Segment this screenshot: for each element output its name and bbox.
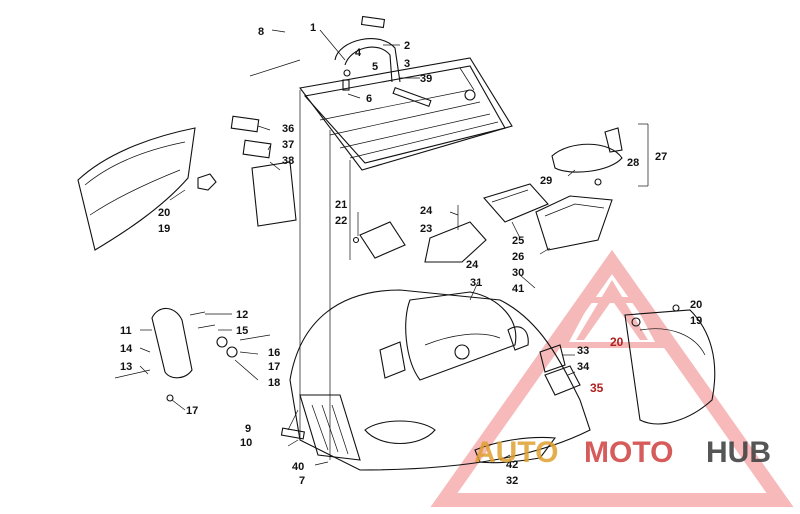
label-34: 34 [577, 361, 590, 373]
decal-plate [352, 221, 406, 259]
label-21: 21 [335, 199, 347, 211]
reference-lines [249, 29, 351, 460]
label-2: 2 [404, 40, 410, 52]
label-38: 38 [282, 155, 294, 167]
label-19-left: 19 [158, 223, 170, 235]
label-40: 40 [292, 461, 304, 473]
front-rack [299, 15, 513, 171]
watermark-moto: MOTO [584, 436, 673, 469]
label-12: 12 [236, 309, 248, 321]
latch-assembly [551, 123, 649, 187]
decals-right [474, 344, 581, 464]
label-20-red: 20 [610, 335, 624, 349]
label-36: 36 [282, 123, 294, 135]
label-19-right: 19 [690, 315, 702, 327]
left-side-panel [77, 127, 217, 251]
label-5: 5 [372, 61, 378, 73]
label-14: 14 [120, 343, 133, 355]
label-41: 41 [512, 283, 524, 295]
label-17-bottom: 17 [186, 405, 198, 417]
label-35: 35 [590, 381, 604, 395]
right-side-panel [624, 304, 716, 425]
label-6: 6 [366, 93, 372, 105]
storage-box [535, 195, 613, 251]
watermark-hub: HUB [706, 436, 771, 469]
label-22: 22 [335, 215, 347, 227]
label-7: 7 [299, 475, 305, 487]
label-26: 26 [512, 251, 524, 263]
label-11: 11 [120, 325, 132, 337]
label-15: 15 [236, 325, 248, 337]
decals-left [230, 115, 297, 227]
label-42: 42 [506, 459, 518, 471]
label-39: 39 [420, 73, 432, 85]
watermark-triangle [430, 249, 794, 507]
leader-lines [139, 44, 576, 466]
label-18: 18 [268, 377, 280, 389]
label-3: 3 [404, 58, 410, 70]
label-32: 32 [506, 475, 518, 487]
label-31: 31 [470, 277, 482, 289]
storage-cover [483, 183, 549, 223]
label-8: 8 [258, 26, 264, 38]
label-13: 13 [120, 361, 132, 373]
watermark-logo: AUTO MOTO HUB [474, 436, 771, 469]
label-23: 23 [420, 223, 432, 235]
label-37: 37 [282, 139, 294, 151]
label-10: 10 [240, 437, 252, 449]
label-24-top: 24 [420, 205, 433, 217]
label-4: 4 [355, 47, 362, 59]
front-fender [289, 289, 591, 471]
label-27: 27 [655, 151, 667, 163]
label-30: 30 [512, 267, 524, 279]
bracket [424, 205, 487, 263]
label-33: 33 [577, 345, 589, 357]
label-16: 16 [268, 347, 280, 359]
label-1: 1 [310, 22, 316, 34]
decal-40 [280, 427, 305, 440]
watermark-auto: AUTO [474, 436, 558, 469]
left-mount-plate [114, 307, 271, 402]
label-24-bottom: 24 [466, 259, 479, 271]
part-labels: 1 2 3 4 5 6 7 8 9 10 11 12 13 14 15 16 1… [120, 22, 702, 487]
label-29: 29 [540, 175, 552, 187]
label-25: 25 [512, 235, 524, 247]
label-20-right: 20 [690, 299, 702, 311]
label-28: 28 [627, 157, 639, 169]
label-20-left: 20 [158, 207, 170, 219]
label-9: 9 [245, 423, 251, 435]
label-17-left: 17 [268, 361, 280, 373]
